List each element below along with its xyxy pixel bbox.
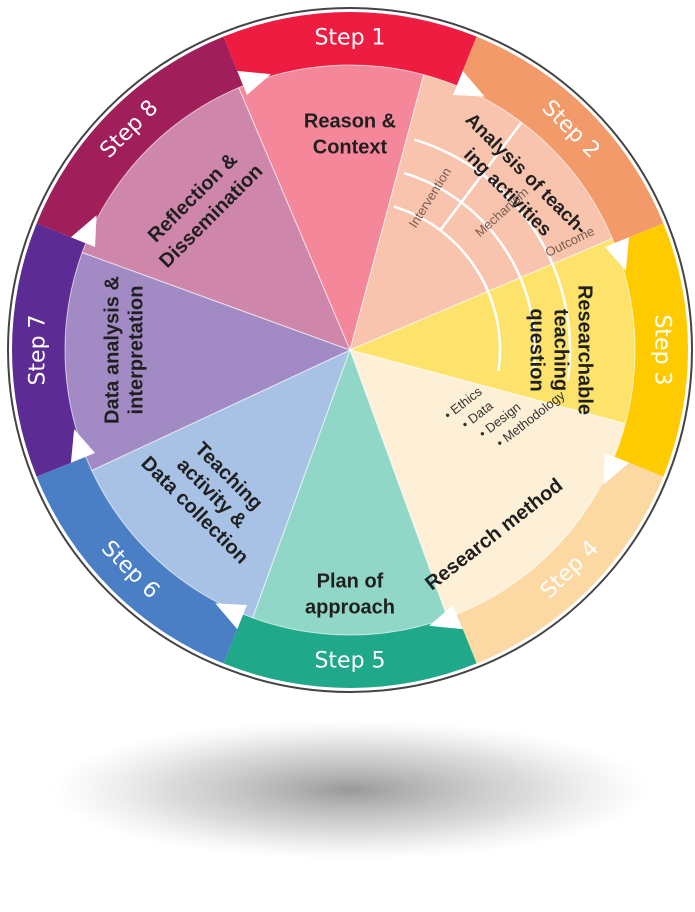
ring-segment-step-6 xyxy=(36,456,244,664)
arrow-marker-3 xyxy=(604,237,630,271)
ring-segment-step-2 xyxy=(456,36,664,244)
arrow-marker-6 xyxy=(215,603,247,630)
wedge-title-step-5-line-2: approach xyxy=(305,596,395,618)
step-label-3: Step 3 xyxy=(650,314,675,385)
wedge-step-4 xyxy=(349,349,626,619)
wedge-title-step-7-line-1: Data analysis & xyxy=(101,276,123,424)
sub-arc-line-2 xyxy=(403,171,537,376)
step-label-1: Step 1 xyxy=(314,26,385,51)
ring-segment-step-8 xyxy=(36,36,244,244)
arrow-marker-4 xyxy=(603,453,630,485)
wedge-title-step-1-line-1: Reason & xyxy=(304,110,396,132)
wedge-step-2 xyxy=(349,74,613,351)
wedge-title-step-1-line-2: Context xyxy=(313,136,388,158)
ring-segment-step-3 xyxy=(614,223,688,477)
step-label-5: Step 5 xyxy=(314,649,385,674)
arrow-marker-8 xyxy=(70,215,97,247)
ring-segment-step-7 xyxy=(11,223,86,477)
wedge-title-step-5-line-1: Plan of xyxy=(317,570,384,592)
ring-segment-step-5 xyxy=(223,614,477,688)
arrow-marker-1 xyxy=(237,70,271,96)
outer-ring xyxy=(11,11,688,688)
step-label-7: Step 7 xyxy=(26,314,51,385)
arrow-marker-5 xyxy=(429,604,463,630)
ring-segment-step-1 xyxy=(223,11,477,86)
drop-shadow xyxy=(50,720,650,860)
wedge-title-step-3-line-3: question xyxy=(526,308,548,391)
sub-divider-line xyxy=(439,121,523,231)
decorations xyxy=(70,70,630,630)
sub-arc-line-3 xyxy=(413,138,572,381)
wedge-title-step-3-line-1: Researchable xyxy=(574,285,596,415)
wedge-title-step-3-line-2: teaching xyxy=(550,309,572,391)
ring-segment-step-4 xyxy=(456,456,664,664)
sub-arc-line-1 xyxy=(393,205,502,372)
arrow-marker-7 xyxy=(70,429,96,463)
wedge-title-step-7-line-2: interpretation xyxy=(125,286,147,415)
arrow-marker-2 xyxy=(453,70,485,97)
